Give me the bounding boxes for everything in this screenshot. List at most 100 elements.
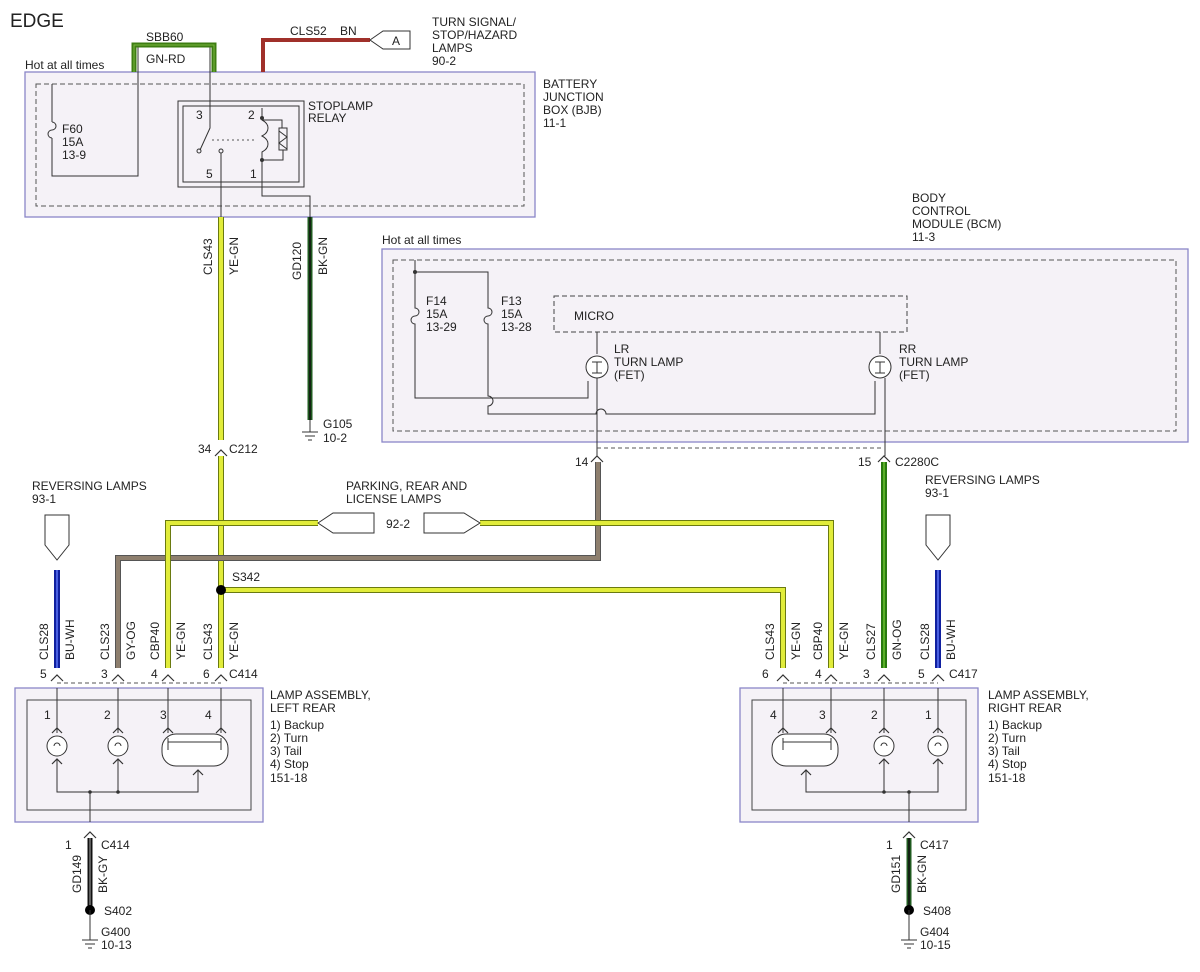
- reversing-lamps-right: REVERSING LAMPS 93-1 CLS28 BU-WH: [918, 473, 1040, 668]
- page-title: EDGE: [10, 11, 64, 32]
- svg-text:F13: F13: [501, 294, 522, 308]
- svg-text:4: 4: [205, 708, 212, 722]
- micro-block: [553, 295, 908, 333]
- svg-text:1: 1: [65, 838, 72, 852]
- svg-text:13-9: 13-9: [62, 148, 86, 162]
- svg-text:TURN SIGNAL/: TURN SIGNAL/: [432, 15, 517, 29]
- lamp-assembly-left-label: LAMP ASSEMBLY, LEFT REAR 1) Backup 2) Tu…: [270, 688, 371, 785]
- svg-text:G105: G105: [323, 417, 353, 431]
- lamp-assembly-right-label: LAMP ASSEMBLY, RIGHT REAR 1) Backup 2) T…: [988, 688, 1089, 785]
- svg-text:GN-OG: GN-OG: [890, 619, 904, 660]
- svg-text:5: 5: [918, 667, 925, 681]
- svg-text:C417: C417: [949, 667, 978, 681]
- svg-text:CLS43: CLS43: [201, 623, 215, 660]
- micro-label: MICRO: [574, 309, 614, 323]
- svg-text:LAMP ASSEMBLY,: LAMP ASSEMBLY,: [988, 688, 1089, 702]
- svg-text:13-28: 13-28: [501, 320, 532, 334]
- svg-text:3: 3: [196, 108, 203, 122]
- lamp-assembly-right-inner: [751, 699, 967, 811]
- wire-gd151: 1 C417 GD151 BK-GN: [886, 831, 949, 910]
- svg-text:CBP40: CBP40: [148, 622, 162, 660]
- svg-text:4: 4: [151, 667, 158, 681]
- svg-text:4: 4: [815, 667, 822, 681]
- svg-text:S408: S408: [923, 904, 951, 918]
- svg-text:4) Stop: 4) Stop: [988, 757, 1027, 771]
- svg-text:3: 3: [863, 667, 870, 681]
- svg-text:1: 1: [886, 838, 893, 852]
- svg-text:BN: BN: [340, 24, 357, 38]
- svg-text:5: 5: [40, 667, 47, 681]
- svg-text:STOP/HAZARD: STOP/HAZARD: [432, 28, 517, 42]
- svg-text:CLS27: CLS27: [864, 623, 878, 660]
- ground-g404: G404 10-15: [901, 910, 951, 952]
- svg-text:3: 3: [160, 708, 167, 722]
- svg-text:BU-WH: BU-WH: [63, 619, 77, 660]
- svg-text:BU-WH: BU-WH: [944, 619, 958, 660]
- svg-text:2: 2: [871, 708, 878, 722]
- svg-text:2) Turn: 2) Turn: [270, 731, 308, 745]
- svg-text:CLS23: CLS23: [98, 623, 112, 660]
- svg-text:YE-GN: YE-GN: [837, 622, 851, 660]
- svg-text:GD149: GD149: [70, 855, 84, 893]
- svg-text:13-29: 13-29: [426, 320, 457, 334]
- svg-text:STOPLAMP: STOPLAMP: [308, 99, 373, 113]
- svg-text:15: 15: [858, 455, 872, 469]
- ground-g105: G105 10-2: [302, 417, 353, 445]
- svg-text:93-1: 93-1: [925, 486, 949, 500]
- svg-text:BK-GN: BK-GN: [316, 237, 330, 275]
- svg-text:BK-GY: BK-GY: [96, 856, 110, 893]
- body-control-module: [381, 248, 1189, 443]
- svg-text:10-13: 10-13: [101, 938, 132, 952]
- lamp-assembly-left-inner: [26, 699, 252, 811]
- svg-text:11-1: 11-1: [543, 116, 566, 130]
- svg-text:REVERSING LAMPS: REVERSING LAMPS: [925, 473, 1040, 487]
- svg-text:GY-OG: GY-OG: [124, 621, 138, 660]
- svg-text:1: 1: [44, 708, 51, 722]
- wire-cls43-main: CLS43 YE-GN: [201, 217, 241, 440]
- svg-text:RR: RR: [899, 342, 917, 356]
- svg-text:LEFT REAR: LEFT REAR: [270, 701, 336, 715]
- svg-text:LICENSE LAMPS: LICENSE LAMPS: [346, 492, 441, 506]
- connector-c212: 34 C212: [198, 442, 258, 457]
- svg-text:YE-GN: YE-GN: [227, 237, 241, 275]
- reversing-lamps-left: REVERSING LAMPS 93-1 CLS28 BU-WH: [32, 479, 147, 668]
- svg-text:CBP40: CBP40: [811, 622, 825, 660]
- bjb-label: BATTERY JUNCTION BOX (BJB) 11-1: [543, 77, 604, 130]
- wire-gd120: GD120 BK-GN: [290, 217, 330, 420]
- svg-text:92-2: 92-2: [386, 517, 410, 531]
- svg-text:11-3: 11-3: [912, 230, 935, 244]
- splice-s408: S408: [904, 904, 951, 918]
- svg-text:5: 5: [206, 167, 213, 181]
- ground-g400: G400 10-13: [82, 910, 132, 952]
- svg-text:BOX (BJB): BOX (BJB): [543, 103, 602, 117]
- wire-sbb60: SBB60 GN-RD: [131, 30, 217, 72]
- svg-text:C414: C414: [229, 667, 258, 681]
- svg-text:BATTERY: BATTERY: [543, 77, 597, 91]
- svg-text:BODY: BODY: [912, 191, 946, 205]
- svg-text:F14: F14: [426, 294, 447, 308]
- svg-text:A: A: [392, 34, 400, 48]
- svg-text:34: 34: [198, 442, 212, 456]
- svg-text:93-1: 93-1: [32, 492, 56, 506]
- bcm-fuse-wiring: F14 15A 13-29 F13 15A 13-28: [410, 260, 876, 415]
- splice-s342: S342: [216, 570, 260, 595]
- svg-text:C417: C417: [920, 838, 949, 852]
- svg-text:YE-GN: YE-GN: [789, 622, 803, 660]
- wire-cls52: CLS52 BN: [261, 24, 370, 72]
- svg-text:YE-GN: YE-GN: [174, 622, 188, 660]
- connector-c2280c: 14 15 C2280C: [575, 447, 939, 469]
- svg-text:15A: 15A: [62, 135, 83, 149]
- svg-text:14: 14: [575, 455, 589, 469]
- svg-text:JUNCTION: JUNCTION: [543, 90, 604, 104]
- svg-text:GD151: GD151: [889, 855, 903, 893]
- svg-text:YE-GN: YE-GN: [227, 622, 241, 660]
- svg-text:C414: C414: [101, 838, 130, 852]
- svg-text:2: 2: [104, 708, 111, 722]
- splice-s402: S402: [85, 904, 132, 918]
- svg-text:TURN LAMP: TURN LAMP: [899, 355, 968, 369]
- svg-text:CONTROL: CONTROL: [912, 204, 971, 218]
- turn-signal-reference-arrow: A TURN SIGNAL/ STOP/HAZARD LAMPS 90-2: [369, 15, 517, 68]
- fuse-f60: F60 15A 13-9: [47, 45, 139, 177]
- svg-text:CLS52: CLS52: [290, 24, 327, 38]
